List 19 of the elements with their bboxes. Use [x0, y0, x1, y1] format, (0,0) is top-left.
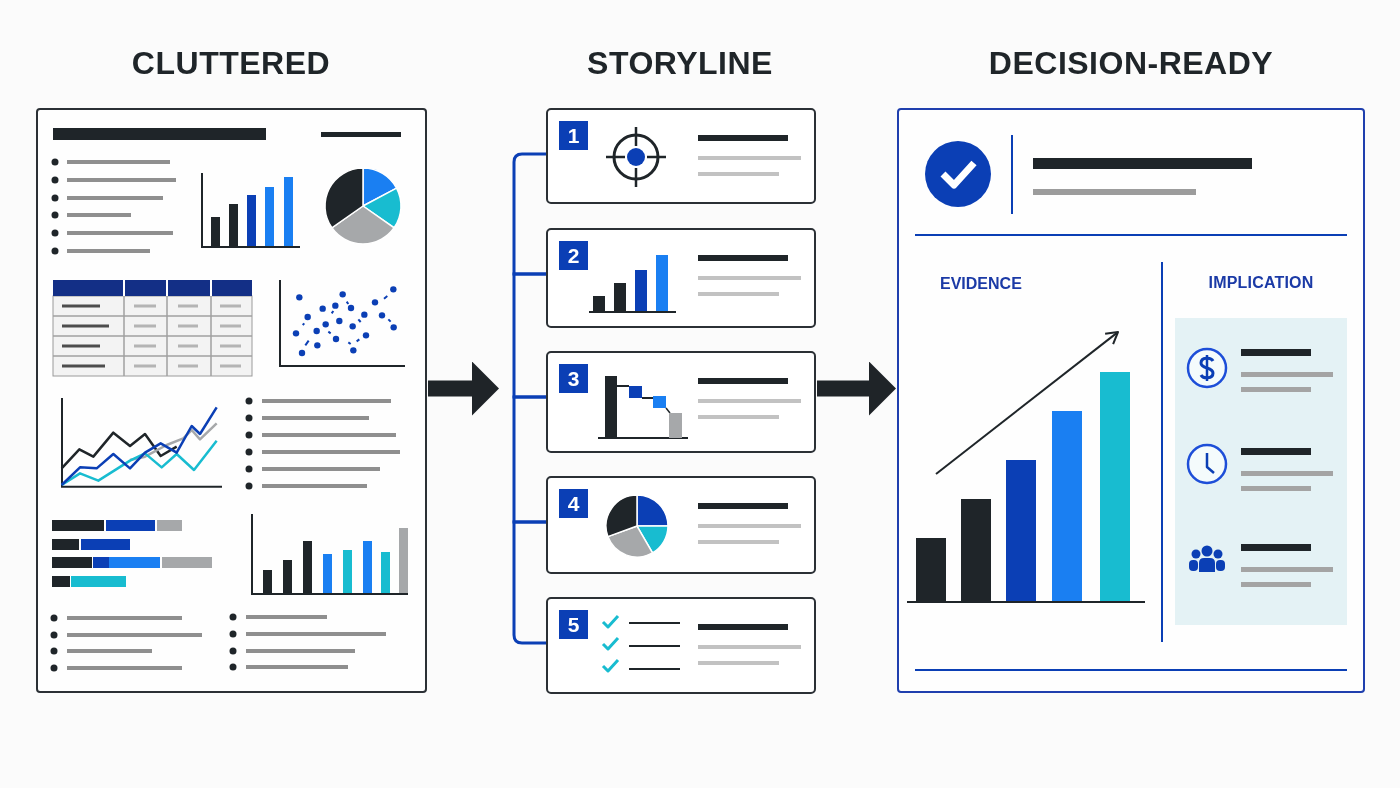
- storyline-card: [546, 108, 816, 204]
- panel-heading: DECISION-READY: [988, 47, 1274, 79]
- connector-line: [512, 272, 546, 399]
- step-number-badge: 5: [559, 610, 588, 639]
- step-number-badge: 1: [559, 121, 588, 150]
- connector-line: [512, 152, 546, 276]
- step-number-badge: 4: [559, 489, 588, 518]
- connector-line: [512, 520, 546, 645]
- step-number-badge: 3: [559, 364, 588, 393]
- storyline-card: [546, 597, 816, 694]
- section-heading: IMPLICATION: [1208, 275, 1314, 291]
- panel-heading: CLUTTERED: [131, 47, 331, 79]
- section-heading: EVIDENCE: [940, 276, 1022, 292]
- panel-heading: STORYLINE: [587, 47, 773, 79]
- step-number-badge: 2: [559, 241, 588, 270]
- storyline-card: [546, 351, 816, 453]
- arrow: [817, 361, 896, 416]
- connector-line: [512, 395, 546, 524]
- arrow: [428, 361, 499, 416]
